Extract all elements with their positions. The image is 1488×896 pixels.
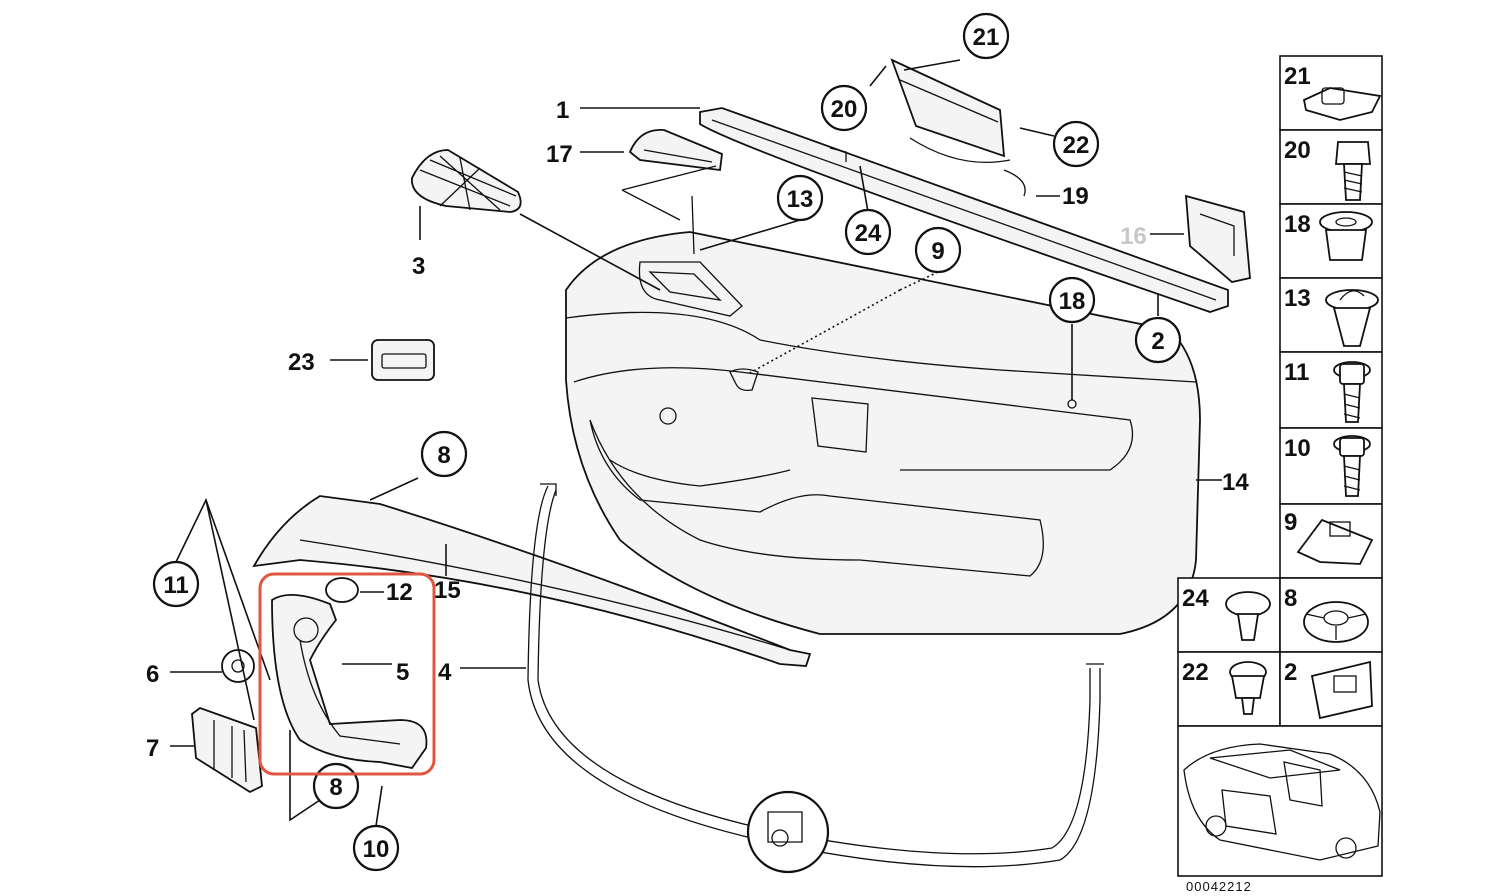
- callout-8-top: 8: [420, 430, 468, 478]
- cap-12: [325, 577, 359, 603]
- leader-lines: [170, 59, 1222, 827]
- panel-label-11: 11: [1284, 359, 1309, 386]
- washer-6: [221, 649, 255, 683]
- callout-17: 17: [546, 141, 573, 168]
- screw-11-icon: [1333, 361, 1371, 423]
- bracket-7: [191, 706, 263, 794]
- handle-trim-17: [621, 129, 723, 221]
- svg-text:9: 9: [931, 238, 944, 265]
- svg-text:10: 10: [363, 836, 390, 863]
- panel-label-18: 18: [1284, 211, 1311, 238]
- panel-label-22: 22: [1182, 659, 1209, 686]
- seal-section-detail: [746, 790, 830, 874]
- callout-1: 1: [556, 97, 569, 124]
- callout-24: 24: [844, 208, 892, 256]
- window-shaft-strip: [699, 107, 1229, 313]
- screw-20-icon: [1335, 141, 1371, 201]
- fastener-panel: 21 20 18 13 11 10 9 24 8 22 2: [1177, 55, 1383, 877]
- clip-13-icon: [1325, 289, 1379, 347]
- panel-label-21: 21: [1284, 63, 1311, 90]
- callout-5: 5: [396, 659, 409, 686]
- callout-15: 15: [434, 577, 461, 604]
- panel-label-10: 10: [1284, 435, 1311, 462]
- panel-label-24: 24: [1182, 585, 1209, 612]
- speed-nut-9-icon: [1296, 518, 1374, 565]
- callout-2: 2: [1134, 316, 1182, 364]
- speaker-grille-3: [411, 149, 522, 213]
- callout-3: 3: [412, 253, 425, 280]
- grommet-8-icon: [1303, 601, 1369, 643]
- callout-19: 19: [1062, 183, 1089, 210]
- callout-16: 16: [1120, 223, 1147, 250]
- callout-12: 12: [386, 579, 413, 606]
- svg-text:8: 8: [437, 442, 450, 469]
- callout-6: 6: [146, 661, 159, 688]
- callout-13: 13: [776, 174, 824, 222]
- clip-18-icon: [1319, 211, 1373, 261]
- panel-label-2: 2: [1284, 659, 1297, 686]
- svg-text:20: 20: [831, 96, 858, 123]
- callout-20: 20: [820, 84, 868, 132]
- callout-11: 11: [152, 560, 200, 608]
- highlight-box: [258, 572, 436, 776]
- callout-18: 18: [1048, 276, 1096, 324]
- svg-text:8: 8: [329, 774, 342, 801]
- callout-10: 10: [352, 824, 400, 872]
- svg-text:2: 2: [1151, 328, 1164, 355]
- callout-14: 14: [1222, 469, 1249, 496]
- door-trim-panel: [565, 195, 1201, 635]
- pull-handle-5: [271, 594, 428, 769]
- svg-text:21: 21: [973, 24, 1000, 51]
- bracket-16: [1185, 194, 1251, 283]
- screw-10-icon: [1333, 435, 1371, 497]
- panel-label-20: 20: [1284, 137, 1311, 164]
- callout-4: 4: [438, 659, 452, 686]
- panel-label-8: 8: [1284, 585, 1297, 612]
- clip-22-icon: [1229, 661, 1267, 715]
- callout-9: 9: [914, 226, 962, 274]
- svg-text:24: 24: [855, 220, 882, 247]
- panel-label-13: 13: [1284, 285, 1311, 312]
- car-locator-icon: [1183, 743, 1381, 861]
- svg-text:18: 18: [1059, 288, 1086, 315]
- callout-21: 21: [962, 12, 1010, 60]
- control-module: [890, 58, 1026, 197]
- svg-text:22: 22: [1063, 132, 1090, 159]
- doc-number: 00042212: [1186, 879, 1252, 894]
- callout-23: 23: [288, 349, 315, 376]
- svg-text:11: 11: [163, 572, 188, 599]
- clip-2-icon: [1310, 660, 1373, 720]
- plug-24-icon: [1225, 591, 1271, 641]
- panel-label-9: 9: [1284, 509, 1297, 536]
- callout-7: 7: [146, 735, 159, 762]
- svg-text:13: 13: [787, 186, 814, 213]
- nut-21-icon: [1302, 87, 1382, 121]
- callout-8-bottom: 8: [312, 762, 360, 810]
- callout-22: 22: [1052, 120, 1100, 168]
- badge-23: [371, 339, 435, 381]
